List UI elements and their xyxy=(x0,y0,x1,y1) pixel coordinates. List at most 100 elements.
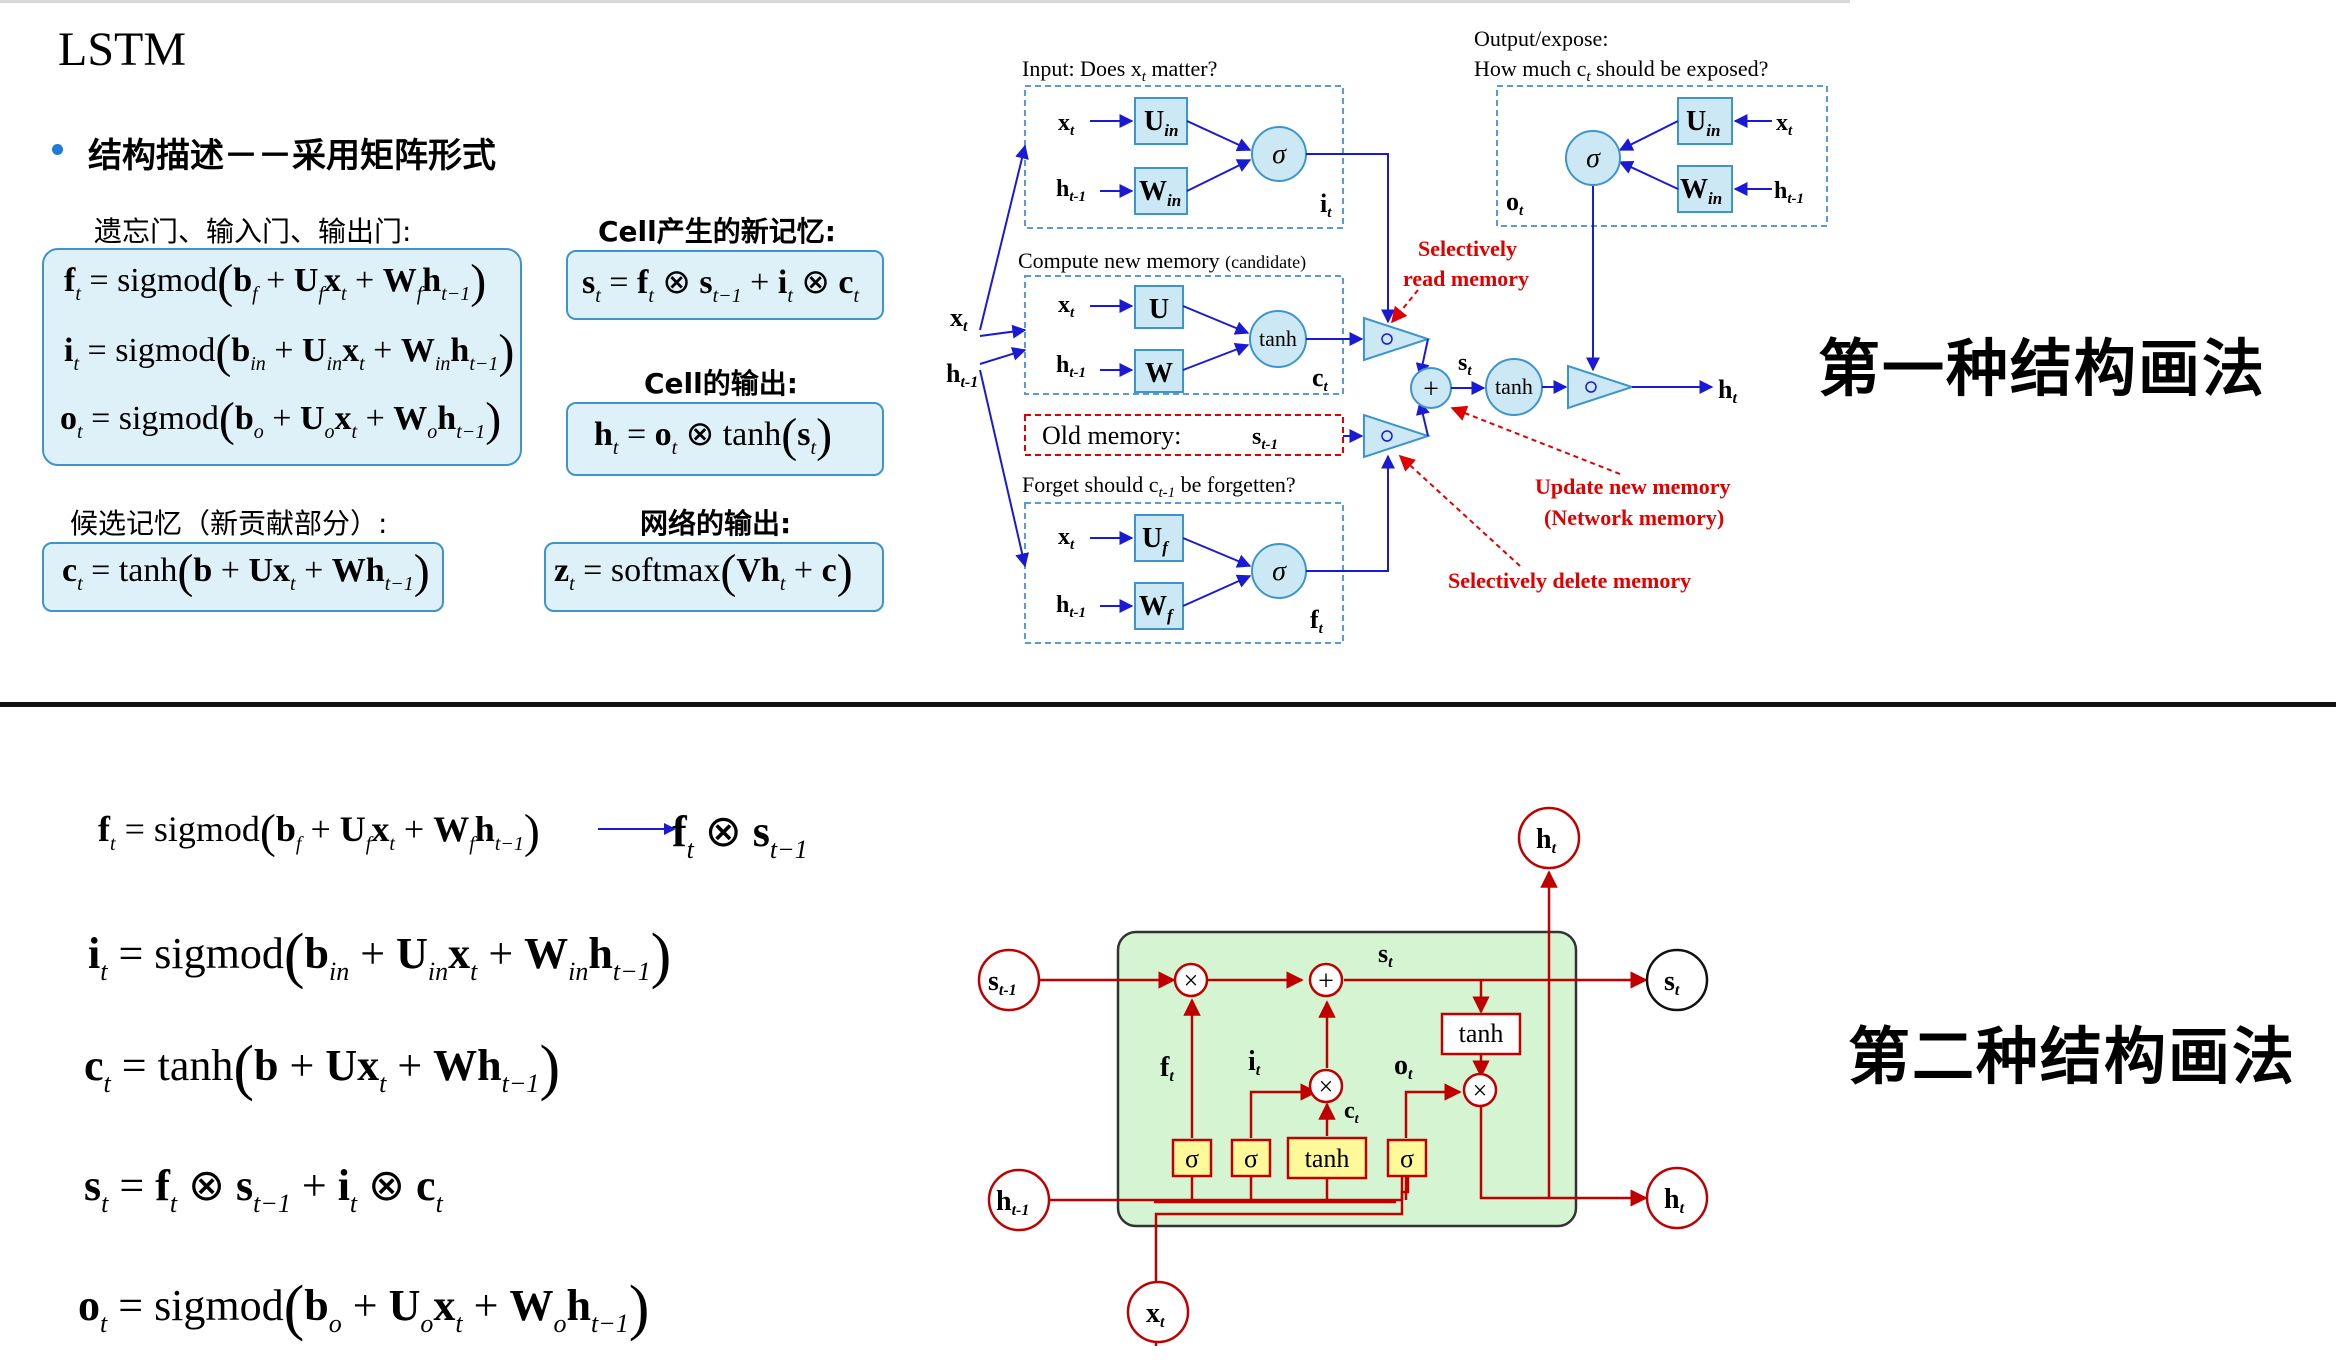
svg-text:U: U xyxy=(1149,294,1169,325)
svg-text:Win: Win xyxy=(1139,176,1181,210)
d2-input-multiply xyxy=(1308,1068,1344,1104)
eq-candidate: ct = tanh(b + Uxt + Wht−1) xyxy=(84,1034,561,1102)
d2-tanh-candidate-box xyxy=(1286,1136,1368,1180)
output-gate-region xyxy=(1496,85,1828,227)
old-memory-s-label: st-1 xyxy=(1252,424,1278,453)
mult-read-triangle xyxy=(1363,316,1432,362)
update-annotation-1: Update new memory xyxy=(1535,474,1731,499)
svg-text:+: + xyxy=(1318,966,1334,997)
svg-text:×: × xyxy=(1184,966,1199,995)
svg-text:σ: σ xyxy=(1244,1144,1258,1173)
sel-read-annotation-2: read memory xyxy=(1403,266,1529,291)
formula-input-gate: it = sigmod(bin + Uinxt + Winht−1) xyxy=(64,325,515,378)
svg-text:tanh: tanh xyxy=(1459,1019,1504,1048)
diagram-2-title: 第二种结构画法 xyxy=(1848,1020,2297,1093)
formula-hidden-output: ht = ot ⊗ tanh(st) xyxy=(594,409,833,462)
network-output-formula-box xyxy=(544,542,884,612)
cand-U-node xyxy=(1134,285,1184,329)
input-U-node xyxy=(1134,97,1188,145)
cell-memory-formula-box xyxy=(566,250,884,320)
formula-candidate: ct = tanh(b + Uxt + Wht−1) xyxy=(62,545,430,598)
forget-U-node xyxy=(1134,514,1184,562)
d2-h-top-node xyxy=(1517,806,1581,870)
forget-arrow xyxy=(598,823,676,835)
section-heading: 结构描述－－采用矩阵形式 xyxy=(88,136,496,176)
input-x-label: xt xyxy=(1058,110,1075,139)
cell-output-formula-box xyxy=(566,402,884,476)
svg-text:Uin: Uin xyxy=(1686,106,1720,140)
svg-text:+: + xyxy=(1423,374,1439,405)
diagram-1-title: 第一种结构画法 xyxy=(1818,332,2267,405)
svg-text:σ: σ xyxy=(1272,556,1287,587)
output-x-label: xt xyxy=(1776,110,1793,139)
svg-text:ht-1: ht-1 xyxy=(996,1186,1029,1219)
forget-x-label: xt xyxy=(1058,524,1075,553)
output-h-label: ht-1 xyxy=(1774,178,1804,207)
output-sigma-node xyxy=(1565,130,1621,186)
d2-tanh-output-box xyxy=(1440,1012,1522,1056)
label-cell-new-memory: Cell产生的新记忆: xyxy=(598,215,836,248)
d2-s-prev-node xyxy=(977,948,1041,1012)
d2-o-label: ot xyxy=(1394,1050,1413,1083)
main-h-input: ht-1 xyxy=(946,359,978,391)
formula-network-output: zt = softmax(Vht + c​) xyxy=(554,545,853,598)
svg-text:ht: ht xyxy=(1536,824,1557,857)
svg-text:W: W xyxy=(1145,358,1173,389)
d2-output-multiply xyxy=(1462,1072,1498,1108)
formula-output-gate: ot = sigmod(bo + Uoxt + Woht−1) xyxy=(60,393,502,446)
svg-text:×: × xyxy=(1473,1076,1488,1105)
forget-f-label: ft xyxy=(1310,605,1324,637)
svg-text:st-1: st-1 xyxy=(988,966,1017,999)
d1-h-output: ht xyxy=(1718,375,1737,407)
d2-forget-sigma-box xyxy=(1171,1138,1213,1178)
eq-output-gate: ot = sigmod(bo + Uoxt + Woht−1) xyxy=(78,1274,650,1342)
label-cell-output: Cell的输出: xyxy=(644,367,798,400)
svg-text:xt: xt xyxy=(1146,1298,1165,1331)
d2-h-prev-node xyxy=(987,1168,1051,1232)
cand-W-node xyxy=(1134,349,1184,393)
d2-input-sigma-box xyxy=(1230,1138,1272,1178)
old-memory-label: Old memory: xyxy=(1042,421,1181,450)
forget-question: Forget should ct-1 be forgetten? xyxy=(1022,472,1296,501)
svg-text:tanh: tanh xyxy=(1259,326,1297,351)
gates-formula-box xyxy=(42,248,522,466)
svg-text:tanh: tanh xyxy=(1305,1144,1350,1173)
svg-text:Win: Win xyxy=(1680,174,1722,208)
slide-title: LSTM xyxy=(58,23,187,76)
svg-text:tanh: tanh xyxy=(1495,374,1533,399)
input-question: Input: Does xt matter? xyxy=(1022,56,1217,85)
label-gates: 遗忘门、输入门、输出门: xyxy=(94,215,412,248)
eq-cell-state: st = ft ⊗ st−1 + it ⊗ ct xyxy=(84,1161,443,1218)
output-W-node xyxy=(1677,165,1733,213)
mult-forget-triangle xyxy=(1363,413,1432,459)
eq-forget: ft = sigmod(bf + Ufxt + Wfht−1) xyxy=(98,805,540,858)
svg-text:σ: σ xyxy=(1185,1144,1199,1173)
update-annotation-2: (Network memory) xyxy=(1544,505,1724,530)
output-U-node xyxy=(1677,97,1733,145)
d1-s-label: st xyxy=(1458,350,1472,379)
lstm-diagram-2: st ft it ct ot × + × × tanh σ σ tanh σ s… xyxy=(977,806,1709,1346)
mult-output-triangle xyxy=(1567,364,1636,410)
svg-text:σ: σ xyxy=(1400,1144,1414,1173)
forget-gate-region xyxy=(1024,502,1344,644)
input-h-label: ht-1 xyxy=(1056,176,1086,205)
label-network-output: 网络的输出: xyxy=(640,507,792,540)
eq-input: it = sigmod(bin + Uinxt + Winht−1) xyxy=(88,922,672,990)
cand-c-label: ct xyxy=(1312,363,1329,395)
compute-label: Compute new memory (candidate) xyxy=(1018,248,1306,273)
svg-text:×: × xyxy=(1319,1072,1334,1101)
forget-h-label: ht-1 xyxy=(1056,592,1086,621)
d2-x-input-node xyxy=(1126,1280,1190,1344)
top-divider xyxy=(0,0,1850,3)
cand-h-label: ht-1 xyxy=(1056,352,1086,381)
svg-text:Uf: Uf xyxy=(1142,523,1170,557)
output-question-2: How much ct should be exposed? xyxy=(1474,56,1768,85)
svg-text:Uin: Uin xyxy=(1144,106,1178,140)
output-gate-o-label: ot xyxy=(1506,187,1524,219)
svg-text:st: st xyxy=(1664,966,1680,999)
eq-forget-result: ft ⊗ st−1 xyxy=(672,807,808,864)
svg-text:Wf: Wf xyxy=(1139,591,1175,625)
d2-i-label: it xyxy=(1248,1046,1261,1079)
bullet-dot xyxy=(52,144,63,155)
main-x-input: xt xyxy=(950,303,968,335)
